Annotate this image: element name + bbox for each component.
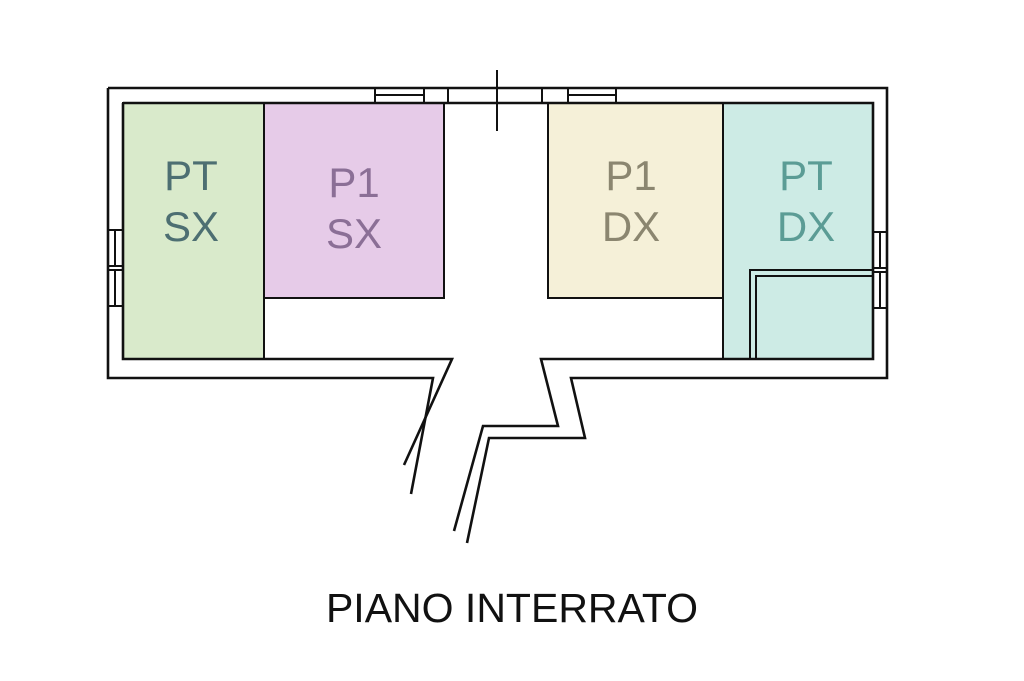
pt-sx-label-line1: PT	[164, 152, 218, 199]
p1-dx-label-line1: P1	[605, 152, 656, 199]
room-p1-sx	[264, 103, 444, 298]
p1-sx-label-line1: P1	[328, 159, 379, 206]
floor-caption: PIANO INTERRATO	[326, 585, 698, 631]
p1-dx-label-line2: DX	[602, 203, 660, 250]
side-wall-openings	[107, 229, 888, 309]
room-p1-dx	[548, 103, 723, 298]
room-pt-sx	[123, 103, 264, 359]
top-wall-openings	[374, 70, 617, 131]
room-pt-dx	[723, 103, 873, 359]
p1-sx-label-line2: SX	[326, 210, 382, 257]
pt-sx-label-line2: SX	[163, 203, 219, 250]
pt-dx-label-line2: DX	[777, 203, 835, 250]
pt-dx-label-line1: PT	[779, 152, 833, 199]
